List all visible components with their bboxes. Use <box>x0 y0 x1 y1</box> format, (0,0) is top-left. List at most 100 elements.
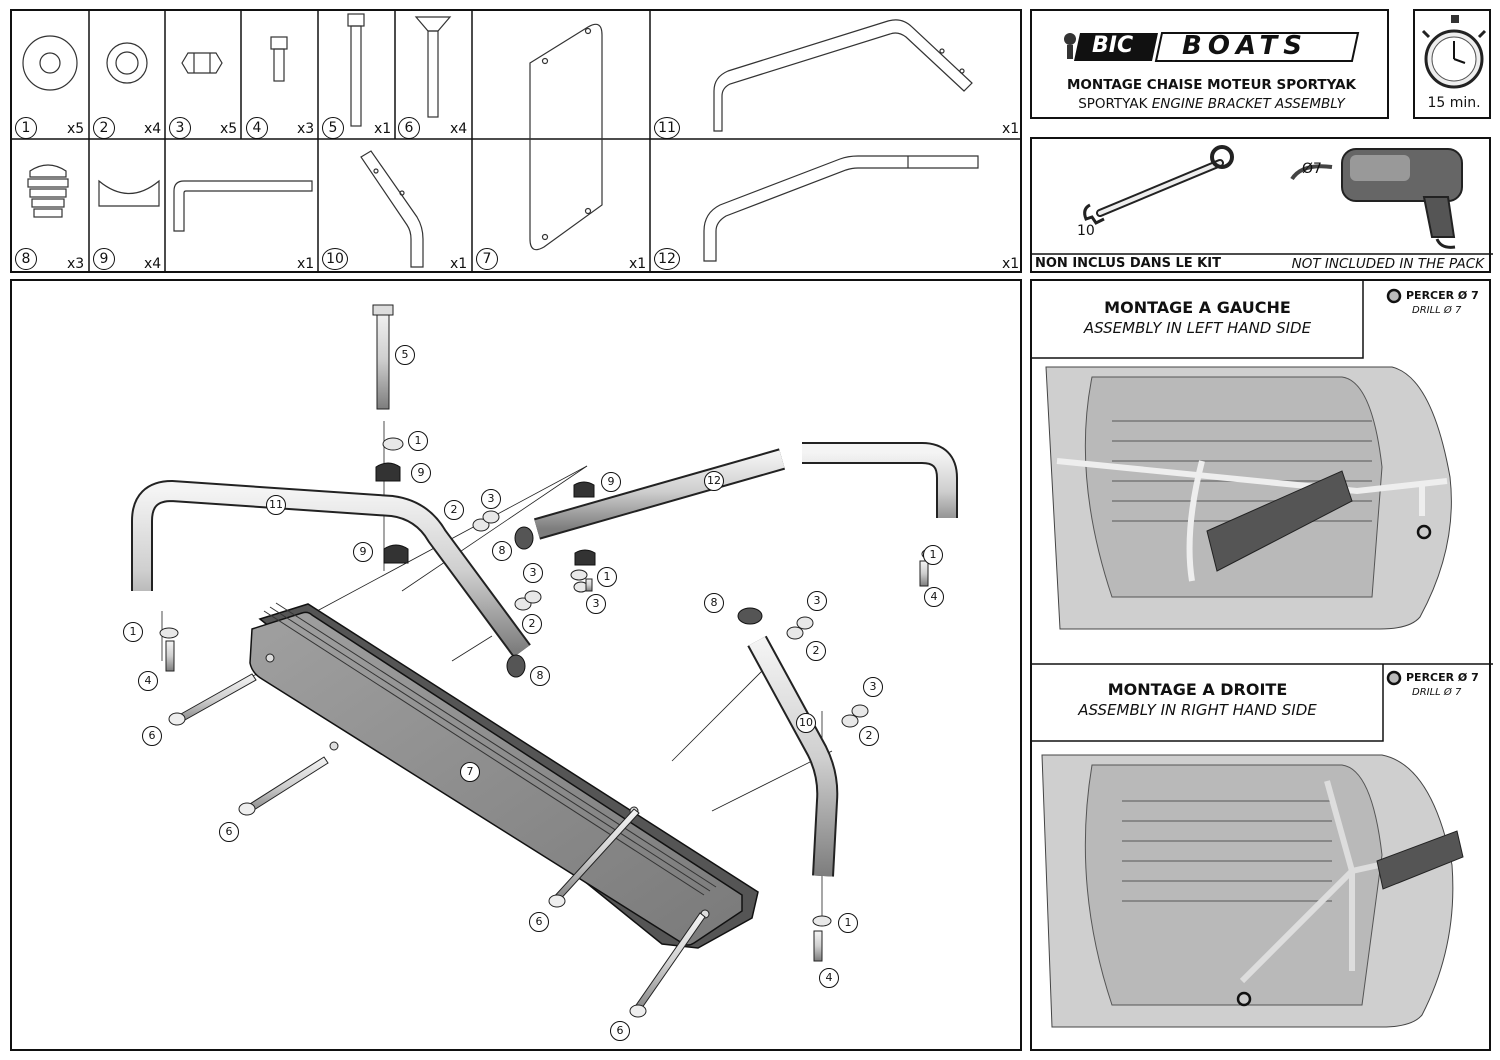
long-bolt-icon <box>347 13 365 127</box>
left-title-en: ASSEMBLY IN LEFT HAND SIDE <box>1083 319 1312 337</box>
boat-left-icon <box>1045 366 1452 630</box>
callout: 12 <box>704 471 724 491</box>
brand-boats: BOATS <box>1182 31 1309 61</box>
callout: 6 <box>610 1021 630 1041</box>
callout: 1 <box>408 431 428 451</box>
brand-bic: BIC <box>1092 33 1134 58</box>
washer-small-icon <box>106 42 148 84</box>
tube-11-icon <box>713 19 973 132</box>
callout: 11 <box>266 495 286 515</box>
part-quantity: x4 <box>144 121 162 137</box>
drill-marker-icon <box>1386 288 1402 304</box>
callout: 6 <box>142 726 162 746</box>
end-cap-icon <box>27 164 69 218</box>
boat-right-icon <box>1041 754 1464 1028</box>
right-drill-en: DRILL Ø 7 <box>1412 687 1462 698</box>
drill-icon <box>1290 148 1463 249</box>
tools-drawings <box>1032 145 1493 255</box>
title-en-prefix: SPORTYAK <box>1078 96 1152 112</box>
callout: 8 <box>704 593 724 613</box>
right-title-fr: MONTAGE A DROITE <box>1107 680 1288 699</box>
plate-7 <box>249 602 759 949</box>
callout: 3 <box>586 594 606 614</box>
callout: 6 <box>529 912 549 932</box>
tools-panel: 10 Ø7 NON INCLUS DANS LE KIT NOT INCLUDE… <box>1030 137 1493 273</box>
callout: 2 <box>859 726 879 746</box>
part-quantity: x1 <box>450 256 468 272</box>
part-number: 8 <box>15 248 37 270</box>
part-quantity: x1 <box>374 121 392 137</box>
right-title-en: ASSEMBLY IN RIGHT HAND SIDE <box>1078 701 1317 719</box>
callout: 7 <box>460 762 480 782</box>
callout: 4 <box>924 587 944 607</box>
tube-12-icon <box>703 155 979 262</box>
plate-icon <box>529 23 603 251</box>
callout: 1 <box>597 567 617 587</box>
part-quantity: x5 <box>220 121 238 137</box>
left-drill-fr: PERCER Ø 7 <box>1406 289 1479 302</box>
drill-size: Ø7 <box>1302 161 1322 177</box>
bolt-5 <box>376 308 390 410</box>
callout: 3 <box>807 591 827 611</box>
washer-large-icon <box>22 35 78 91</box>
assembly-drawings <box>1032 281 1493 1028</box>
callout: 8 <box>530 666 550 686</box>
part-number: 11 <box>654 117 680 139</box>
saddle-icon <box>98 179 160 207</box>
part-number: 9 <box>93 248 115 270</box>
callout: 9 <box>601 472 621 492</box>
callout: 6 <box>219 822 239 842</box>
callout: 10 <box>796 713 816 733</box>
stopwatch-icon <box>1421 15 1487 89</box>
callout: 1 <box>838 913 858 933</box>
callout: 4 <box>819 968 839 988</box>
callout: 2 <box>806 641 826 661</box>
left-title-fr: MONTAGE A GAUCHE <box>1104 298 1291 317</box>
callout: 3 <box>523 563 543 583</box>
part-quantity: x1 <box>629 256 647 272</box>
callout: 2 <box>444 500 464 520</box>
part-number: 7 <box>476 248 498 270</box>
part-quantity: x3 <box>297 121 315 137</box>
time-label: 15 min. <box>1427 95 1481 111</box>
exploded-view-drawing <box>131 304 958 1018</box>
part-quantity: x1 <box>1002 256 1020 272</box>
title-en: SPORTYAK ENGINE BRACKET ASSEMBLY <box>1032 96 1391 112</box>
part-number: 10 <box>322 248 348 270</box>
part-quantity: x5 <box>67 121 85 137</box>
nut-icon <box>181 52 223 74</box>
part-number: 5 <box>322 117 344 139</box>
callout: 9 <box>353 542 373 562</box>
part-number: 6 <box>398 117 420 139</box>
part-number: 2 <box>93 117 115 139</box>
left-drill-en: DRILL Ø 7 <box>1412 305 1462 316</box>
part-quantity: x4 <box>144 256 162 272</box>
callout: 1 <box>123 622 143 642</box>
part-number: 4 <box>246 117 268 139</box>
parts-grid-lines <box>12 11 1022 273</box>
title-block: BIC BOATS MONTAGE CHAISE MOTEUR SPORTYAK… <box>1030 9 1389 119</box>
part-quantity: x1 <box>1002 121 1020 137</box>
callout: 5 <box>395 345 415 365</box>
assembly-panel: MONTAGE A GAUCHE ASSEMBLY IN LEFT HAND S… <box>1030 279 1493 1051</box>
not-included-en: NOT INCLUDED IN THE PACK <box>1291 256 1484 272</box>
callout: 3 <box>481 489 501 509</box>
callout: 9 <box>411 463 431 483</box>
part-quantity: x1 <box>297 256 315 272</box>
right-drill-fr: PERCER Ø 7 <box>1406 671 1479 684</box>
part-number: 3 <box>169 117 191 139</box>
allen-key-icon <box>173 180 313 232</box>
callout: 1 <box>923 545 943 565</box>
callout: 8 <box>492 541 512 561</box>
exploded-view-panel: 5 1 9 11 2 3 12 9 8 9 1 3 1 4 3 2 1 4 8 … <box>10 279 1022 1051</box>
time-block: 15 min. <box>1413 9 1491 119</box>
tube-10-icon <box>360 150 424 268</box>
title-en-italic: ENGINE BRACKET ASSEMBLY <box>1151 96 1345 112</box>
countersunk-screw-icon <box>414 16 452 118</box>
title-fr: MONTAGE CHAISE MOTEUR SPORTYAK <box>1066 77 1357 93</box>
drill-marker-icon <box>1386 670 1402 686</box>
part-quantity: x3 <box>67 256 85 272</box>
callout: 4 <box>138 671 158 691</box>
callout: 3 <box>863 677 883 697</box>
part-quantity: x4 <box>450 121 468 137</box>
